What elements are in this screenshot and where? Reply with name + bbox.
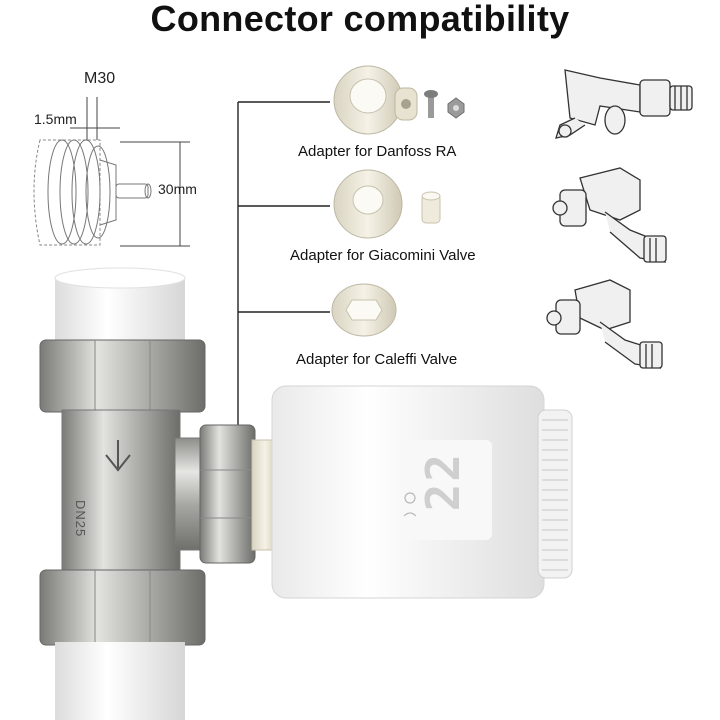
valve-drawing-3 [546, 279, 663, 369]
page-title: Connector compatibility [150, 0, 570, 39]
pin-length-label: 30mm [158, 181, 197, 197]
valve-drawing-1 [555, 69, 693, 139]
adapter-label-caleffi: Adapter for Caleffi Valve [296, 351, 458, 368]
connector-lines [237, 101, 330, 428]
valve-marking: DN25 [73, 500, 88, 538]
thermostat-image [271, 385, 573, 599]
dimension-sketch [33, 97, 190, 247]
t-valve-image [39, 267, 279, 720]
thread-size-label: M30 [84, 70, 116, 87]
valve-drawing-2 [552, 167, 667, 263]
wifi-icon [403, 512, 417, 517]
adapter-danfoss-image [333, 65, 465, 135]
adapter-giacomini-image [333, 169, 441, 239]
adapter-label-danfoss: Adapter for Danfoss RA [298, 143, 457, 160]
clock-icon [404, 492, 416, 504]
adapter-label-giacomini: Adapter for Giacomini Valve [290, 247, 476, 264]
pitch-label: 1.5mm [34, 111, 77, 127]
adapter-caleffi-image [331, 283, 397, 337]
display-reading: 22 [416, 452, 470, 512]
